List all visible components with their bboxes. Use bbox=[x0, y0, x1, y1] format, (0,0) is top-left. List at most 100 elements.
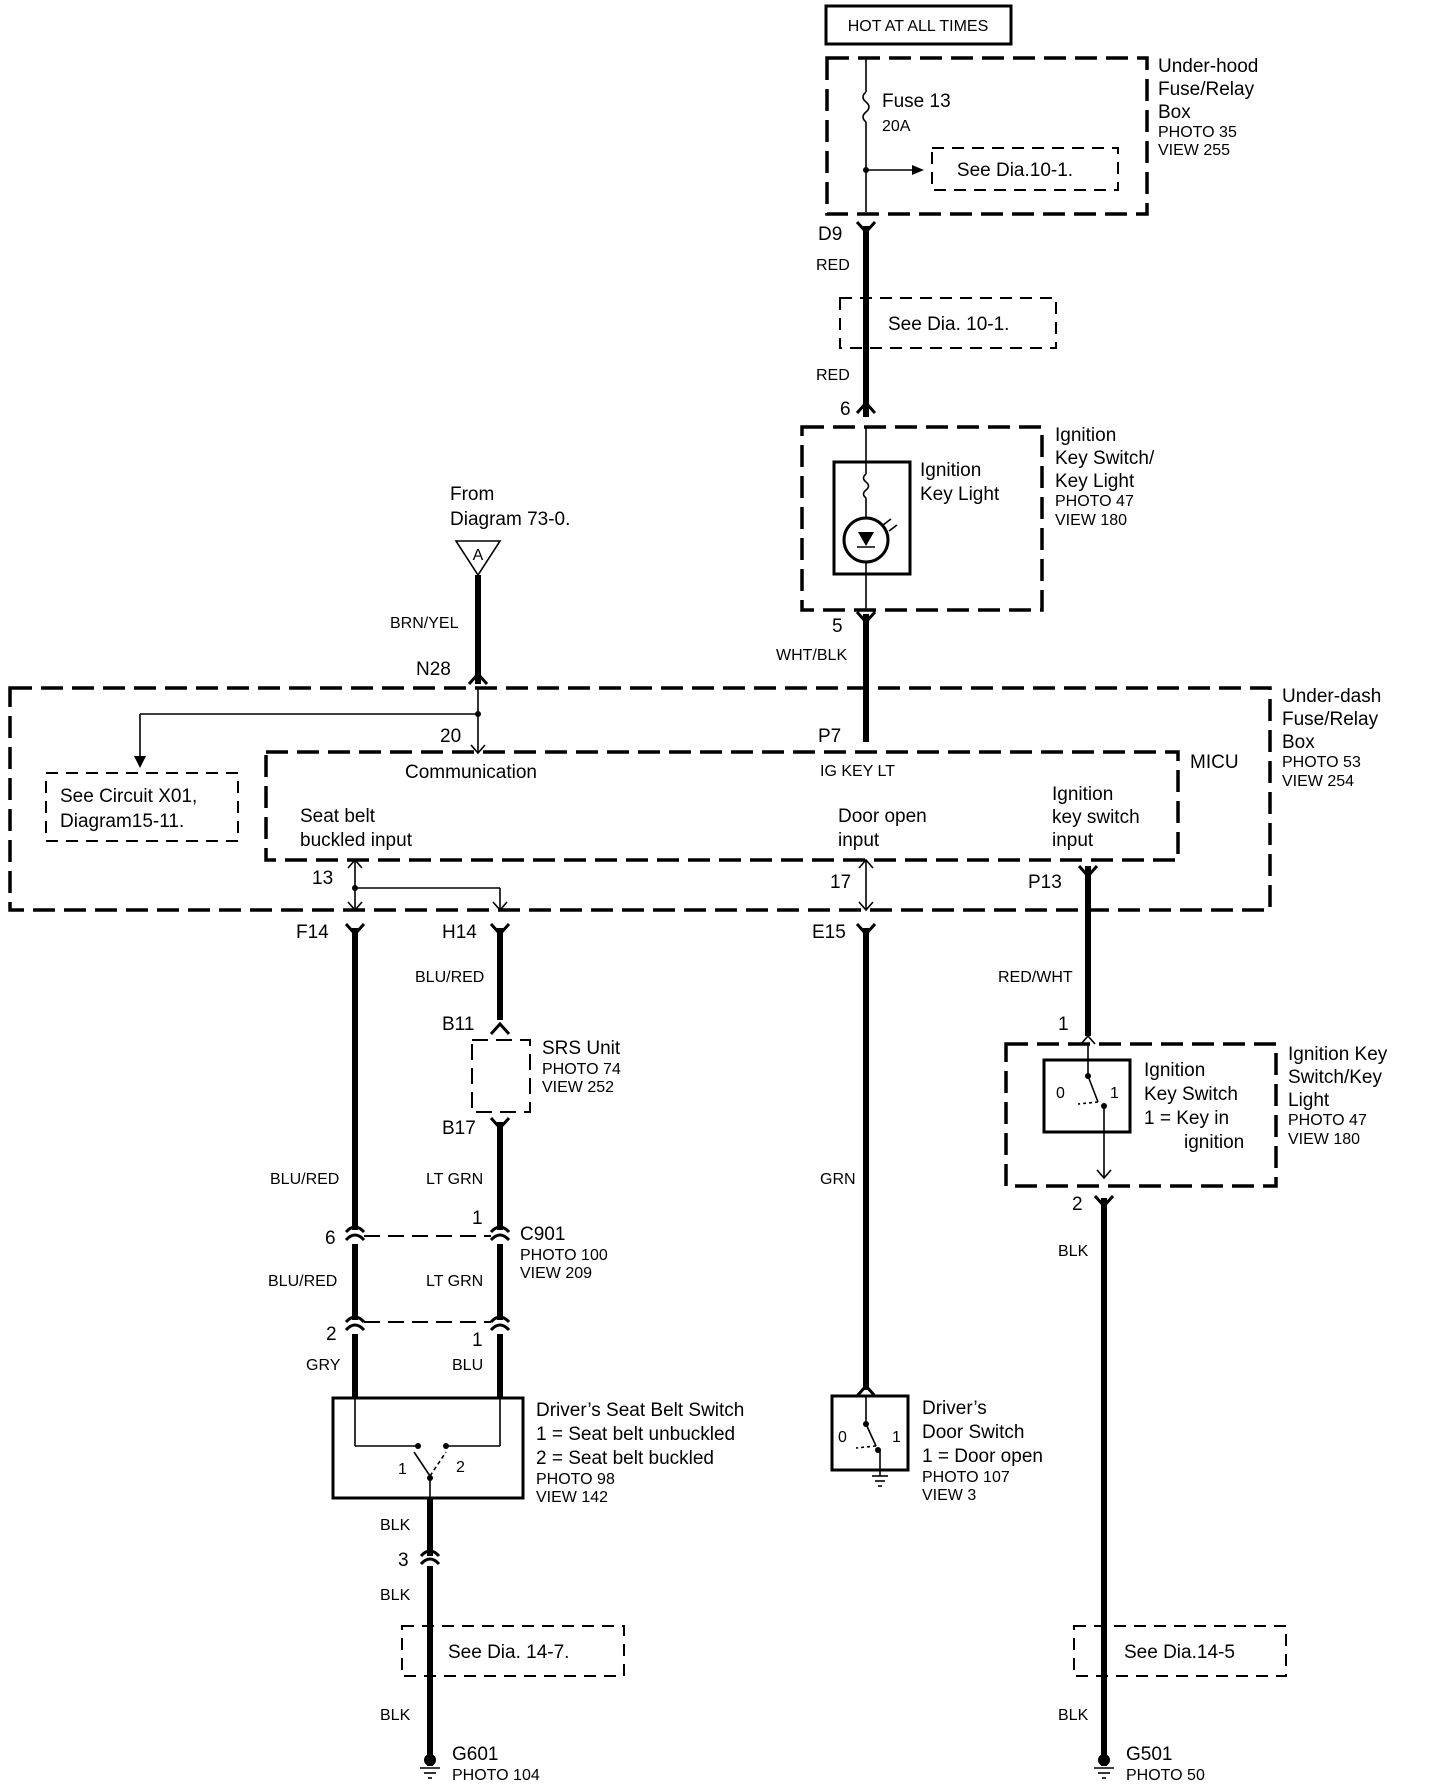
srs-unit-title: SRS Unit bbox=[542, 1038, 621, 1059]
wire-color-red-2: RED bbox=[816, 367, 850, 384]
svg-text:buckled input: buckled input bbox=[300, 830, 413, 851]
from-diagram-73-0: From Diagram 73-0. A BRN/YEL N28 bbox=[390, 484, 570, 686]
wire-color-wht-blk: WHT/BLK bbox=[776, 647, 847, 664]
svg-text:Door Switch: Door Switch bbox=[922, 1422, 1024, 1443]
svg-text:Ignition: Ignition bbox=[1052, 784, 1113, 805]
wire-color-blk-2: BLK bbox=[380, 1587, 411, 1604]
svg-text:Driver’s Seat Belt Switch: Driver’s Seat Belt Switch bbox=[536, 1400, 744, 1421]
svg-text:From: From bbox=[450, 484, 494, 505]
svg-text:MICU: MICU bbox=[1190, 752, 1239, 773]
wire-color-blk-1: BLK bbox=[380, 1517, 411, 1534]
pin-6: 6 bbox=[840, 399, 851, 420]
pin-20: 20 bbox=[440, 726, 461, 747]
svg-text:PHOTO 74: PHOTO 74 bbox=[542, 1061, 621, 1078]
wire-color-lt-grn-2: LT GRN bbox=[426, 1273, 483, 1290]
wire-color-blk-3: BLK bbox=[380, 1707, 411, 1724]
wire-color-blk-ign-1: BLK bbox=[1058, 1243, 1089, 1260]
connector-c901: C901 bbox=[520, 1224, 565, 1245]
micu-unit: MICU Communication IG KEY LT Seat belt b… bbox=[264, 750, 1239, 912]
svg-text:VIEW 254: VIEW 254 bbox=[1282, 773, 1354, 790]
fuse-13-label: Fuse 13 bbox=[882, 91, 951, 112]
svg-text:See Circuit X01,: See Circuit X01, bbox=[60, 786, 197, 807]
svg-text:Fuse/Relay: Fuse/Relay bbox=[1282, 709, 1379, 730]
see-dia-10-1-ref-b: See Dia. 10-1. bbox=[888, 314, 1009, 335]
wire-color-grn: GRN bbox=[820, 1171, 856, 1188]
terminal-b17: B17 bbox=[442, 1118, 476, 1139]
svg-text:Light: Light bbox=[1288, 1090, 1330, 1111]
fuse-rating: 20A bbox=[882, 118, 911, 135]
svg-text:PHOTO 47: PHOTO 47 bbox=[1055, 493, 1134, 510]
svg-text:Communication: Communication bbox=[405, 762, 537, 783]
svg-text:PHOTO 35: PHOTO 35 bbox=[1158, 124, 1237, 141]
svg-text:2 = Seat belt buckled: 2 = Seat belt buckled bbox=[536, 1448, 714, 1469]
svg-text:PHOTO 100: PHOTO 100 bbox=[520, 1247, 608, 1264]
svg-text:Door open: Door open bbox=[838, 806, 927, 827]
svg-text:VIEW 3: VIEW 3 bbox=[922, 1487, 976, 1504]
see-dia-14-7-ref: See Dia. 14-7. bbox=[448, 1642, 569, 1663]
ign-switch-position-0: 0 bbox=[1056, 1085, 1065, 1102]
see-dia-14-5-ref: See Dia.14-5 bbox=[1124, 1642, 1235, 1663]
light-rays-icon bbox=[882, 518, 898, 532]
ign-switch-position-1: 1 bbox=[1110, 1085, 1119, 1102]
svg-text:VIEW 142: VIEW 142 bbox=[536, 1489, 608, 1506]
pin-5: 5 bbox=[832, 616, 843, 637]
svg-text:Diagram15-11.: Diagram15-11. bbox=[60, 811, 184, 832]
wire-color-lt-grn-1: LT GRN bbox=[426, 1171, 483, 1188]
wire-color-blu-red-top: BLU/RED bbox=[415, 969, 484, 986]
pin-13: 13 bbox=[312, 868, 333, 889]
svg-text:1 = Seat belt unbuckled: 1 = Seat belt unbuckled bbox=[536, 1424, 735, 1445]
wire-d9-red: D9 RED See Dia. 10-1. RED bbox=[816, 220, 1057, 417]
svg-text:Key Switch: Key Switch bbox=[1144, 1084, 1238, 1105]
wire-color-brn-yel: BRN/YEL bbox=[390, 615, 459, 632]
svg-text:Ignition: Ignition bbox=[1055, 425, 1116, 446]
svg-text:Ignition Key: Ignition Key bbox=[1288, 1044, 1388, 1065]
svg-text:IG KEY LT: IG KEY LT bbox=[820, 763, 895, 780]
svg-text:PHOTO 50: PHOTO 50 bbox=[1126, 1767, 1205, 1784]
svg-text:PHOTO 47: PHOTO 47 bbox=[1288, 1112, 1367, 1129]
svg-text:Switch/Key: Switch/Key bbox=[1288, 1067, 1382, 1088]
svg-text:HOT AT ALL TIMES: HOT AT ALL TIMES bbox=[848, 18, 989, 35]
pin-p7: P7 bbox=[818, 726, 841, 747]
wire-color-blk-ign-2: BLK bbox=[1058, 1707, 1089, 1724]
svg-text:VIEW 209: VIEW 209 bbox=[520, 1265, 592, 1282]
svg-text:Box: Box bbox=[1282, 732, 1315, 753]
terminal-h14: H14 bbox=[442, 922, 477, 943]
pin-17: 17 bbox=[830, 872, 851, 893]
wire-color-blu-red-1: BLU/RED bbox=[270, 1171, 339, 1188]
svg-text:Box: Box bbox=[1158, 102, 1191, 123]
svg-text:VIEW 180: VIEW 180 bbox=[1055, 512, 1127, 529]
pin-p13: P13 bbox=[1028, 872, 1062, 893]
see-dia-10-1-ref-a: See Dia.10-1. bbox=[957, 160, 1073, 181]
terminal-e15: E15 bbox=[812, 922, 846, 943]
wire-color-red-wht: RED/WHT bbox=[998, 969, 1073, 986]
svg-text:key switch: key switch bbox=[1052, 807, 1140, 828]
ground-g601: G601 bbox=[452, 1744, 498, 1765]
wire-color-blu: BLU bbox=[452, 1357, 483, 1374]
svg-text:Diagram 73-0.: Diagram 73-0. bbox=[450, 509, 570, 530]
svg-text:Key Light: Key Light bbox=[1055, 471, 1135, 492]
ignition-key-switch-branch: RED/WHT 1 0 1 Ignition Key Switch 1 = Ke… bbox=[998, 910, 1388, 1784]
terminal-n28: N28 bbox=[416, 659, 451, 680]
terminal-f14: F14 bbox=[296, 922, 329, 943]
hot-at-all-times-label: HOT AT ALL TIMES bbox=[824, 4, 1013, 46]
wire-color-blu-red-2: BLU/RED bbox=[268, 1273, 337, 1290]
seat-belt-srs-branch: F14 H14 BLU/RED B11 SRS Unit PHOTO 74 VI… bbox=[268, 922, 621, 1398]
svg-text:PHOTO 107: PHOTO 107 bbox=[922, 1469, 1010, 1486]
connector-pin-3: 3 bbox=[398, 1550, 409, 1571]
svg-text:VIEW 252: VIEW 252 bbox=[542, 1079, 614, 1096]
switch-position-2: 2 bbox=[456, 1459, 465, 1476]
svg-text:Driver’s: Driver’s bbox=[922, 1398, 987, 1419]
svg-text:VIEW 255: VIEW 255 bbox=[1158, 142, 1230, 159]
svg-text:PHOTO 104: PHOTO 104 bbox=[452, 1767, 540, 1784]
svg-text:Key Light: Key Light bbox=[920, 484, 1000, 505]
c901-pin-6: 6 bbox=[325, 1228, 336, 1249]
drivers-seat-belt-switch: 1 2 Driver’s Seat Belt Switch 1 = Seat b… bbox=[331, 1396, 744, 1784]
svg-text:Seat belt: Seat belt bbox=[300, 806, 376, 827]
terminal-d9: D9 bbox=[818, 224, 842, 245]
door-switch-position-0: 0 bbox=[838, 1429, 847, 1446]
terminal-b11: B11 bbox=[442, 1014, 474, 1035]
underhood-fuse-relay-box: Under-hood Fuse/Relay Box PHOTO 35 VIEW … bbox=[825, 56, 1258, 216]
svg-text:Ignition: Ignition bbox=[920, 460, 981, 481]
svg-text:input: input bbox=[1052, 830, 1094, 851]
